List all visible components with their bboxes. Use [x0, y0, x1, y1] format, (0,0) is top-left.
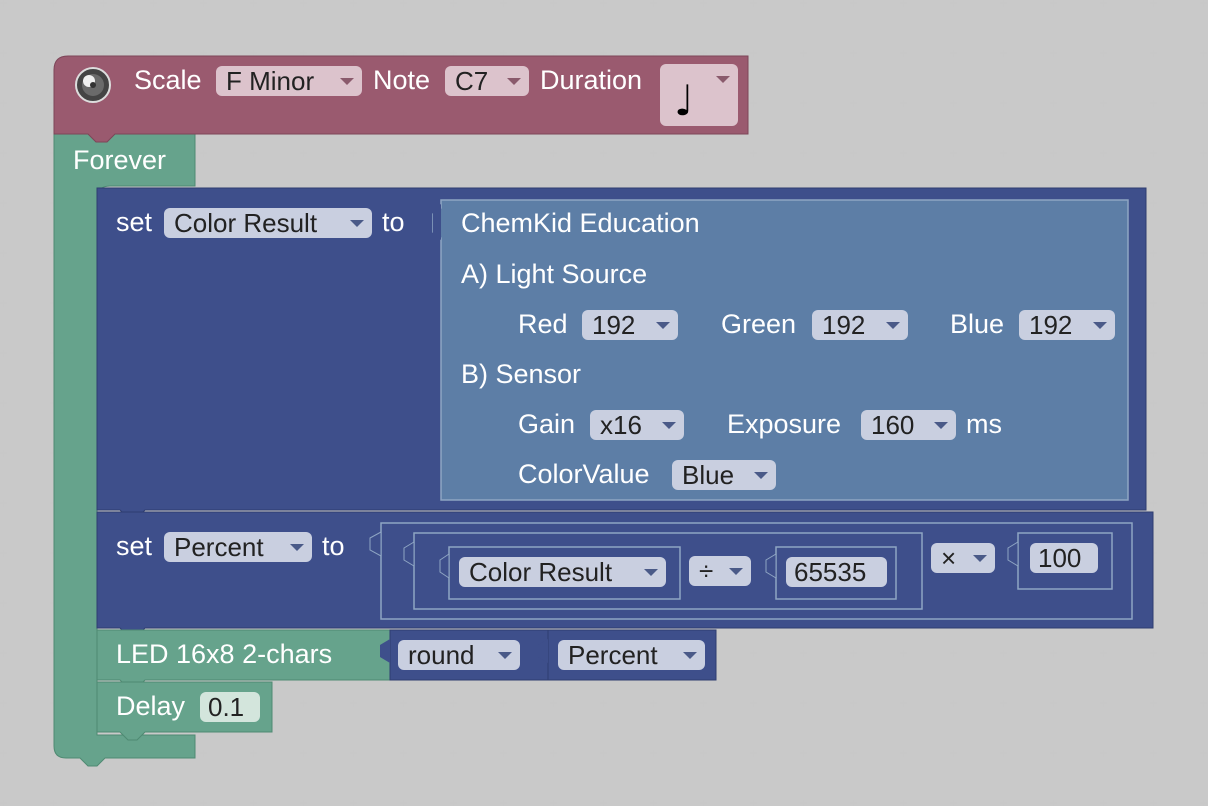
blue-value: 192: [1029, 310, 1073, 340]
set-percent-set-label: set: [116, 531, 153, 561]
chevron-down-icon: [644, 569, 658, 576]
delay-field[interactable]: 0.1: [200, 692, 260, 722]
scale-dropdown[interactable]: F Minor: [216, 66, 362, 96]
quarter-note-icon: ♩: [674, 76, 694, 125]
chevron-down-icon: [729, 568, 743, 575]
chevron-down-icon: [973, 555, 987, 562]
light-source-label: A) Light Source: [461, 259, 648, 289]
chevron-down-icon: [507, 78, 521, 85]
exposure-dropdown[interactable]: 160: [861, 410, 956, 440]
colorvalue-value: Blue: [682, 460, 735, 490]
chevron-down-icon: [1093, 322, 1107, 329]
chevron-down-icon: [683, 652, 697, 659]
multiplier-field[interactable]: 100: [1030, 543, 1098, 573]
inner-color-result-value: Color Result: [469, 557, 613, 587]
exposure-unit: ms: [966, 409, 1002, 439]
colorvalue-dropdown[interactable]: Blue: [672, 460, 776, 490]
percent-var-value: Percent: [174, 532, 264, 562]
forever-label: Forever: [73, 145, 167, 175]
speaker-icon: [72, 66, 114, 104]
divisor-value: 65535: [794, 557, 867, 587]
chemkid-title: ChemKid Education: [461, 208, 700, 238]
blue-label: Blue: [950, 309, 1005, 339]
divisor-field[interactable]: 65535: [786, 557, 887, 587]
round-dropdown[interactable]: round: [398, 640, 520, 670]
colorvalue-label: ColorValue: [518, 459, 650, 489]
chemkid-block[interactable]: [441, 200, 1128, 500]
chevron-down-icon: [340, 78, 354, 85]
set-color-to-label: to: [382, 207, 405, 237]
color-result-var-value: Color Result: [174, 208, 318, 238]
delay-label: Delay: [116, 691, 186, 721]
percent-var-dropdown[interactable]: Percent: [164, 532, 312, 562]
led-label: LED 16x8 2-chars: [116, 639, 333, 669]
chevron-down-icon: [716, 76, 730, 83]
gain-label: Gain: [518, 409, 576, 439]
divide-operator-value: ÷: [699, 556, 714, 586]
percent-reporter-dropdown[interactable]: Percent: [558, 640, 705, 670]
gain-value: x16: [600, 410, 642, 440]
red-label: Red: [518, 309, 568, 339]
exposure-value: 160: [871, 410, 915, 440]
green-dropdown[interactable]: 192: [812, 310, 908, 340]
chevron-down-icon: [934, 422, 948, 429]
note-dropdown[interactable]: C7: [445, 66, 529, 96]
set-color-set-label: set: [116, 207, 153, 237]
delay-value: 0.1: [208, 692, 245, 722]
forever-block-body: [53, 133, 196, 767]
chevron-down-icon: [498, 652, 512, 659]
gain-dropdown[interactable]: x16: [590, 410, 684, 440]
round-value: round: [408, 640, 475, 670]
green-label: Green: [721, 309, 797, 339]
chevron-down-icon: [662, 422, 676, 429]
chevron-down-icon: [754, 472, 768, 479]
note-label: Note: [373, 65, 431, 95]
chevron-down-icon: [290, 544, 304, 551]
multiply-operator-value: ×: [941, 543, 957, 573]
color-result-var-dropdown[interactable]: Color Result: [164, 208, 372, 238]
red-dropdown[interactable]: 192: [582, 310, 678, 340]
percent-reporter-value: Percent: [568, 640, 658, 670]
duration-label: Duration: [540, 65, 643, 95]
divide-operator-dropdown[interactable]: ÷: [689, 556, 751, 586]
set-percent-to-label: to: [322, 531, 345, 561]
blue-dropdown[interactable]: 192: [1019, 310, 1115, 340]
duration-dropdown[interactable]: ♩: [660, 64, 738, 126]
inner-color-result-dropdown[interactable]: Color Result: [459, 557, 666, 587]
exposure-label: Exposure: [727, 409, 842, 439]
red-value: 192: [592, 310, 636, 340]
chevron-down-icon: [886, 322, 900, 329]
sensor-label: B) Sensor: [461, 359, 582, 389]
chevron-down-icon: [656, 322, 670, 329]
green-value: 192: [822, 310, 866, 340]
multiplier-value: 100: [1038, 543, 1082, 573]
scale-value: F Minor: [226, 66, 315, 96]
scale-label: Scale: [134, 65, 202, 95]
multiply-operator-dropdown[interactable]: ×: [931, 543, 995, 573]
chevron-down-icon: [350, 220, 364, 227]
note-value: C7: [455, 66, 489, 96]
